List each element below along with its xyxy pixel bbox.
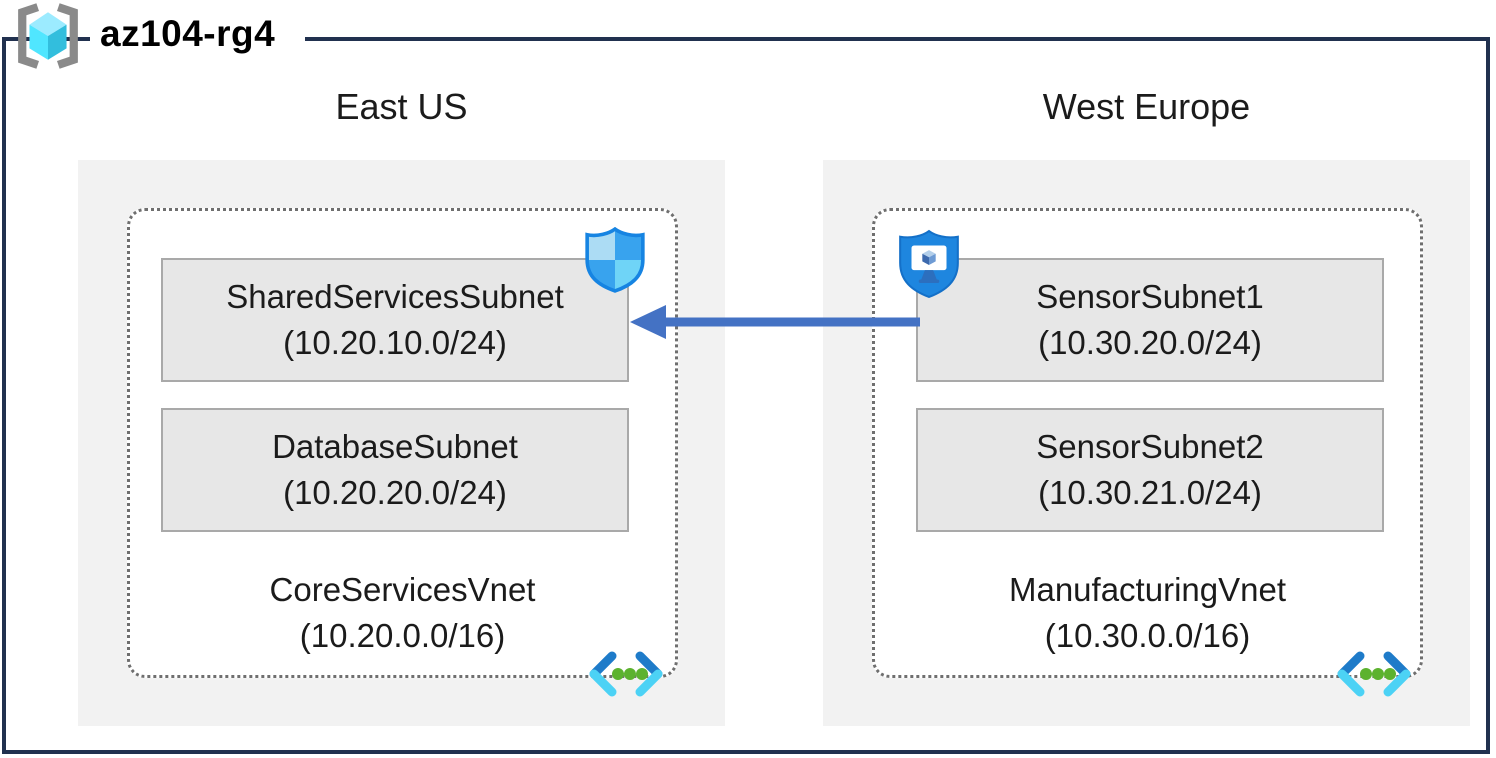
subnet-cidr: (10.30.21.0/24): [1038, 474, 1262, 511]
subnet-sensor2: SensorSubnet2 (10.30.21.0/24): [916, 408, 1384, 532]
region-label-east-us: East US: [335, 86, 468, 127]
subnet-name: DatabaseSubnet: [272, 428, 518, 465]
peering-arrow: [630, 305, 920, 339]
vnet-name: ManufacturingVnet: [1008, 571, 1286, 608]
region-label-west-europe: West Europe: [1042, 86, 1251, 127]
resource-group-header: az104-rg4: [6, 2, 306, 70]
subnet-cidr: (10.20.10.0/24): [283, 324, 507, 361]
subnet-sharedservices: SharedServicesSubnet (10.20.10.0/24): [161, 258, 629, 382]
subnet-name: SensorSubnet1: [1036, 278, 1264, 315]
vnet-label-coreservices: CoreServicesVnet (10.20.0.0/16): [127, 567, 678, 659]
network-security-group-shield-icon: [585, 227, 645, 293]
subnet-name: SharedServicesSubnet: [226, 278, 564, 315]
vnet-name: CoreServicesVnet: [269, 571, 536, 608]
vnet-label-manufacturing: ManufacturingVnet (10.30.0.0/16): [872, 567, 1423, 659]
subnet-name: SensorSubnet2: [1036, 428, 1264, 465]
virtual-network-icon: [589, 651, 663, 697]
resource-group-title: az104-rg4: [90, 7, 306, 65]
subnet-cidr: (10.20.20.0/24): [283, 474, 507, 511]
virtual-network-icon: [1337, 651, 1411, 697]
resource-group-border: [2, 37, 1490, 754]
subnet-database: DatabaseSubnet (10.20.20.0/24): [161, 408, 629, 532]
subnet-sensor1: SensorSubnet1 (10.30.20.0/24): [916, 258, 1384, 382]
vnet-cidr: (10.30.0.0/16): [1044, 617, 1251, 654]
vnet-cidr: (10.20.0.0/16): [299, 617, 506, 654]
subnet-cidr: (10.30.20.0/24): [1038, 324, 1262, 361]
bastion-shield-icon: [899, 229, 959, 299]
resource-group-icon: [18, 3, 78, 69]
